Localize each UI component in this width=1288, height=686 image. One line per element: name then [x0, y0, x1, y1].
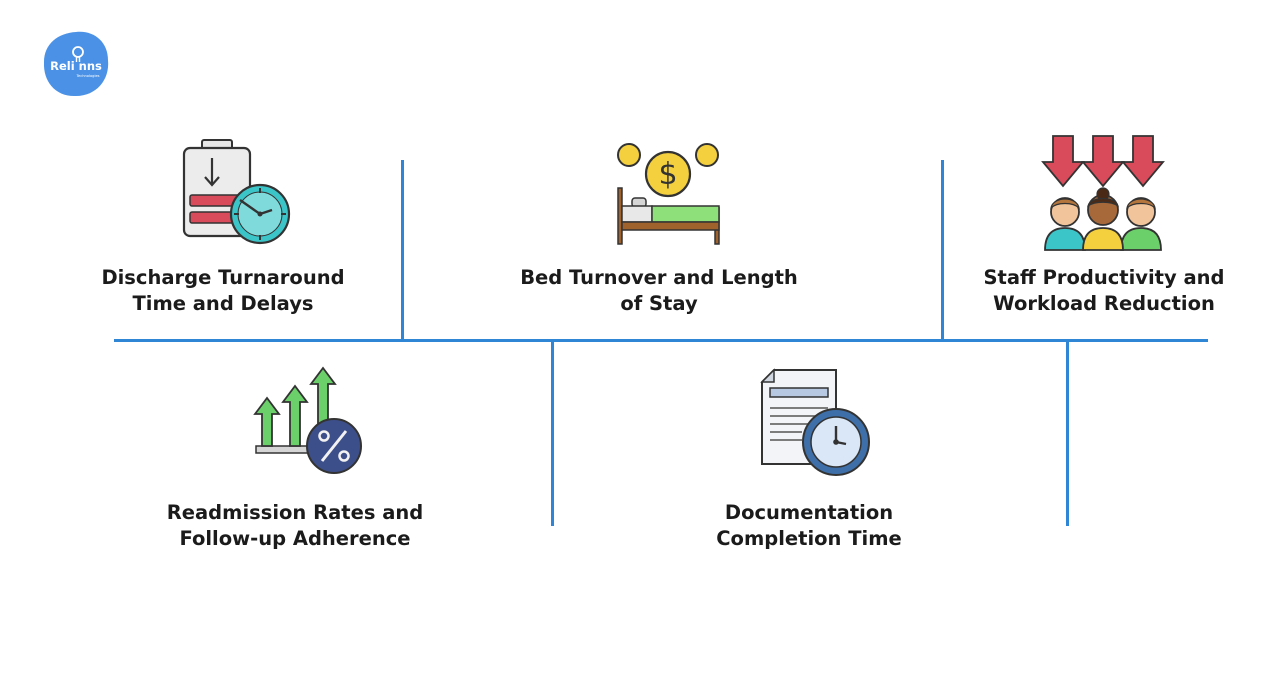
- divider-horizontal: [114, 339, 1208, 342]
- growth-percent-icon: [253, 366, 362, 474]
- logo-name: Reli nns: [50, 59, 102, 73]
- company-logo: Reli nns Technologies: [43, 31, 109, 97]
- logo-tagline: Technologies: [75, 74, 99, 78]
- document-clock-icon: [760, 368, 870, 476]
- divider-vertical-top-1: [401, 160, 404, 340]
- battery-clock-icon: [182, 139, 291, 245]
- item-label-readmission-rates: Readmission Rates and Follow-up Adherenc…: [166, 501, 424, 550]
- divider-vertical-bottom-2: [1066, 340, 1069, 526]
- divider-vertical-bottom-1: [551, 340, 554, 526]
- svg-text:$: $: [658, 157, 677, 192]
- item-label-staff-productivity: Staff Productivity and Workload Reductio…: [983, 266, 1225, 315]
- bed-coins-icon: $: [617, 143, 720, 245]
- item-label-discharge-turnaround: Discharge Turnaround Time and Delays: [101, 266, 345, 315]
- item-label-bed-turnover: Bed Turnover and Length of Stay: [520, 266, 798, 315]
- divider-vertical-top-2: [941, 160, 944, 340]
- staff-arrows-down-icon: [1041, 135, 1165, 251]
- item-label-documentation-completion: Documentation Completion Time: [716, 501, 902, 550]
